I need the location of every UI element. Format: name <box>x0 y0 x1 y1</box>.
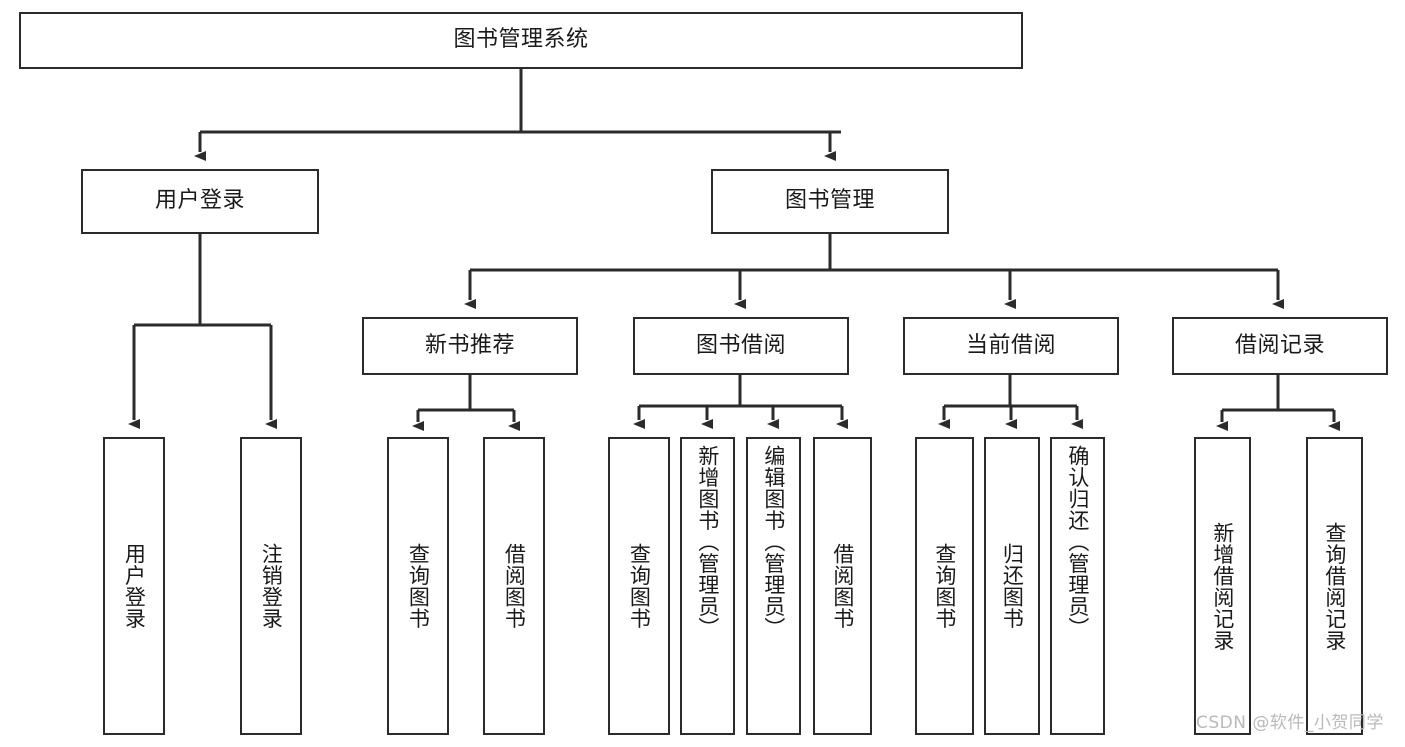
node-user-login[interactable]: 用户登录 <box>81 169 319 234</box>
node-leaf-confirm-return[interactable]: 确认归还（管理员） <box>1050 437 1105 735</box>
node-leaf-borrow-book[interactable]: 借阅图书 <box>813 437 872 735</box>
node-root-label: 图书管理系统 <box>453 27 589 53</box>
node-leaf-query-book-rec[interactable]: 查询图书 <box>387 437 449 735</box>
node-current-borrow[interactable]: 当前借阅 <box>903 317 1119 375</box>
node-leaf-user-logout-label: 注销登录 <box>259 543 284 629</box>
node-leaf-user-login-label: 用户登录 <box>122 543 147 629</box>
node-root[interactable]: 图书管理系统 <box>19 12 1023 69</box>
node-book-borrow[interactable]: 图书借阅 <box>633 317 849 375</box>
node-leaf-user-login[interactable]: 用户登录 <box>103 437 165 735</box>
node-leaf-query-book-borrow-label: 查询图书 <box>627 543 652 629</box>
node-leaf-return-book-label: 归还图书 <box>1000 543 1025 629</box>
node-leaf-user-logout[interactable]: 注销登录 <box>240 437 302 735</box>
node-borrow-record[interactable]: 借阅记录 <box>1172 317 1388 375</box>
node-leaf-add-book[interactable]: 新增图书（管理员） <box>680 437 735 735</box>
node-leaf-query-record[interactable]: 查询借阅记录 <box>1306 437 1363 735</box>
node-user-login-label: 用户登录 <box>154 188 245 214</box>
node-current-borrow-label: 当前借阅 <box>965 332 1056 358</box>
node-borrow-record-label: 借阅记录 <box>1234 332 1325 358</box>
node-leaf-add-record[interactable]: 新增借阅记录 <box>1194 437 1251 735</box>
node-leaf-query-book-borrow[interactable]: 查询图书 <box>608 437 670 735</box>
node-leaf-confirm-return-label: 确认归还（管理员） <box>1065 445 1090 639</box>
node-leaf-query-record-label: 查询借阅记录 <box>1322 521 1347 651</box>
node-leaf-add-record-label: 新增借阅记录 <box>1210 521 1235 651</box>
node-leaf-query-book-cur[interactable]: 查询图书 <box>915 437 974 735</box>
node-leaf-add-book-label: 新增图书（管理员） <box>695 445 720 639</box>
node-new-book-recommend[interactable]: 新书推荐 <box>362 317 578 375</box>
csdn-watermark: CSDN @软件_小贺同学 <box>1196 713 1384 733</box>
node-book-manage[interactable]: 图书管理 <box>711 169 949 234</box>
node-book-manage-label: 图书管理 <box>784 188 875 214</box>
node-leaf-query-book-cur-label: 查询图书 <box>932 543 957 629</box>
node-leaf-edit-book[interactable]: 编辑图书（管理员） <box>746 437 801 735</box>
node-leaf-return-book[interactable]: 归还图书 <box>984 437 1040 735</box>
node-book-borrow-label: 图书借阅 <box>695 332 786 358</box>
node-leaf-edit-book-label: 编辑图书（管理员） <box>761 445 786 639</box>
node-new-book-recommend-label: 新书推荐 <box>424 332 515 358</box>
node-leaf-borrow-book-label: 借阅图书 <box>830 543 855 629</box>
node-leaf-borrow-book-rec-label: 借阅图书 <box>502 543 527 629</box>
node-leaf-borrow-book-rec[interactable]: 借阅图书 <box>483 437 545 735</box>
node-leaf-query-book-rec-label: 查询图书 <box>406 543 431 629</box>
